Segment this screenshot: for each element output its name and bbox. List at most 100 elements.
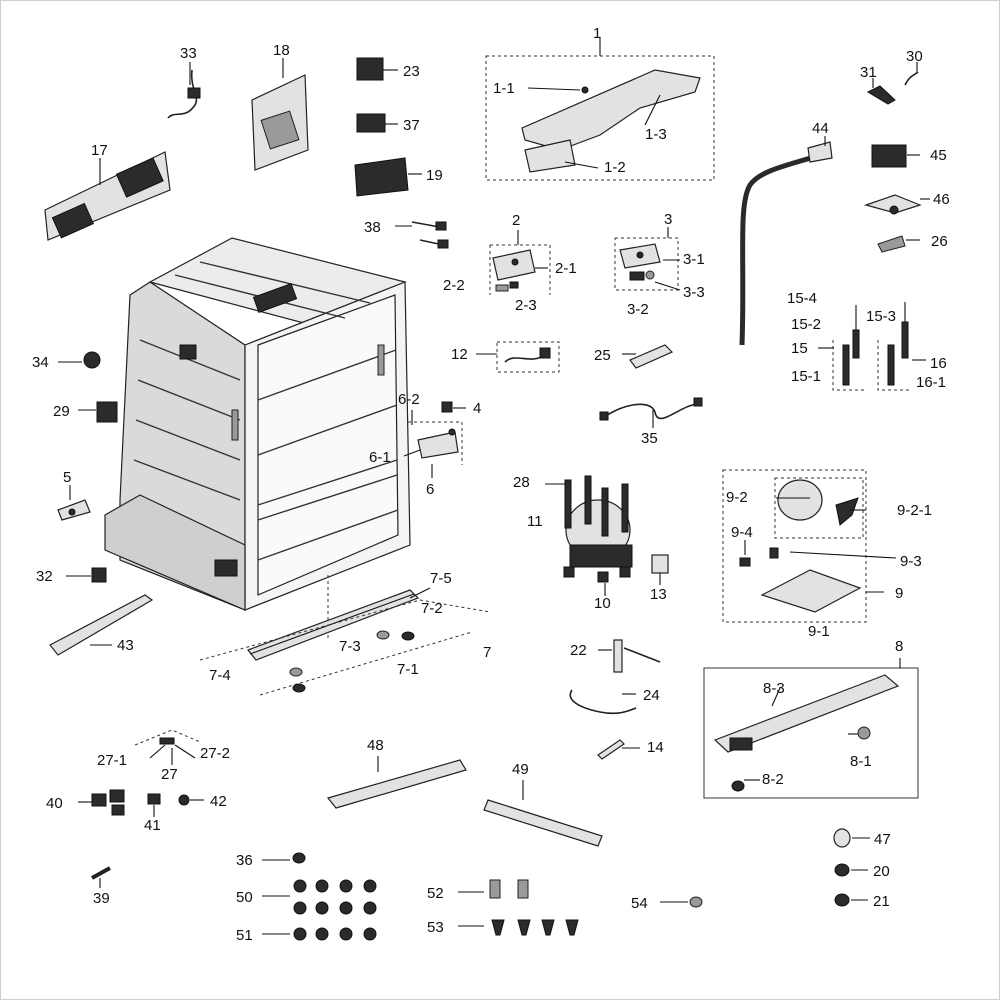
part-45 bbox=[871, 144, 920, 168]
label-40: 40 bbox=[46, 795, 63, 812]
harness-24 bbox=[569, 689, 637, 715]
screws-52 bbox=[458, 879, 529, 899]
part-25 bbox=[622, 344, 674, 369]
group-3-hinge bbox=[614, 227, 681, 291]
part-40 bbox=[78, 789, 125, 816]
part-23 bbox=[356, 57, 398, 81]
label-51: 51 bbox=[236, 927, 253, 944]
label-3-1: 3-1 bbox=[683, 251, 705, 268]
label-47: 47 bbox=[874, 831, 891, 848]
group-1-bracket bbox=[485, 38, 715, 181]
label-8-3: 8-3 bbox=[763, 680, 785, 697]
screws-51 bbox=[262, 927, 377, 941]
label-3-2: 3-2 bbox=[627, 301, 649, 318]
label-6-2: 6-2 bbox=[398, 391, 420, 408]
label-7-1: 7-1 bbox=[397, 661, 419, 678]
label-27: 27 bbox=[161, 766, 178, 783]
label-18: 18 bbox=[273, 42, 290, 59]
label-42: 42 bbox=[210, 793, 227, 810]
label-8-1: 8-1 bbox=[850, 753, 872, 770]
label-13: 13 bbox=[650, 586, 667, 603]
label-2-3: 2-3 bbox=[515, 297, 537, 314]
label-27-1: 27-1 bbox=[97, 752, 127, 769]
label-6: 6 bbox=[426, 481, 434, 498]
group-27 bbox=[134, 729, 201, 765]
part-36 bbox=[262, 852, 306, 864]
label-17: 17 bbox=[91, 142, 108, 159]
panel-17 bbox=[44, 151, 171, 241]
rail-49 bbox=[483, 780, 603, 847]
label-15-2: 15-2 bbox=[791, 316, 821, 333]
part-4 bbox=[441, 401, 466, 413]
label-50: 50 bbox=[236, 889, 253, 906]
label-41: 41 bbox=[144, 817, 161, 834]
part-26 bbox=[877, 235, 920, 253]
pins-15-16 bbox=[818, 302, 926, 391]
part-30 bbox=[904, 62, 919, 86]
part-54 bbox=[660, 896, 703, 908]
label-9-4: 9-4 bbox=[731, 524, 753, 541]
part-34 bbox=[58, 351, 101, 369]
part-21 bbox=[834, 893, 868, 907]
label-37: 37 bbox=[403, 117, 420, 134]
part-46 bbox=[863, 194, 930, 215]
label-5: 5 bbox=[63, 469, 71, 486]
label-2: 2 bbox=[512, 212, 520, 229]
part-5 bbox=[57, 485, 91, 521]
panel-18 bbox=[251, 58, 309, 171]
screws-50 bbox=[262, 879, 377, 915]
part-47 bbox=[833, 828, 870, 848]
group-2-hinge bbox=[489, 230, 551, 295]
label-39: 39 bbox=[93, 890, 110, 907]
label-52: 52 bbox=[427, 885, 444, 902]
part-19 bbox=[354, 157, 422, 197]
label-43: 43 bbox=[117, 637, 134, 654]
label-9-1: 9-1 bbox=[808, 623, 830, 640]
label-7-4: 7-4 bbox=[209, 667, 231, 684]
label-1-1: 1-1 bbox=[493, 80, 515, 97]
label-7-2: 7-2 bbox=[421, 600, 443, 617]
label-9: 9 bbox=[895, 585, 903, 602]
label-25: 25 bbox=[594, 347, 611, 364]
part-38 bbox=[395, 221, 449, 249]
label-27-2: 27-2 bbox=[200, 745, 230, 762]
tube-44 bbox=[739, 136, 833, 346]
compressor-11 bbox=[545, 475, 633, 596]
label-48: 48 bbox=[367, 737, 384, 754]
label-15-3: 15-3 bbox=[866, 308, 896, 325]
label-3-3: 3-3 bbox=[683, 284, 705, 301]
label-44: 44 bbox=[812, 120, 829, 137]
label-32: 32 bbox=[36, 568, 53, 585]
part-41 bbox=[147, 793, 161, 817]
label-14: 14 bbox=[647, 739, 664, 756]
label-34: 34 bbox=[32, 354, 49, 371]
label-9-3: 9-3 bbox=[900, 553, 922, 570]
group-6 bbox=[403, 410, 463, 478]
part-42 bbox=[178, 794, 204, 806]
label-6-1: 6-1 bbox=[369, 449, 391, 466]
label-30: 30 bbox=[906, 48, 923, 65]
label-1-3: 1-3 bbox=[645, 126, 667, 143]
label-2-1: 2-1 bbox=[555, 260, 577, 277]
label-29: 29 bbox=[53, 403, 70, 420]
group-8-cover bbox=[703, 658, 919, 799]
label-38: 38 bbox=[364, 219, 381, 236]
label-1-2: 1-2 bbox=[604, 159, 626, 176]
label-7-5: 7-5 bbox=[430, 570, 452, 587]
label-53: 53 bbox=[427, 919, 444, 936]
label-20: 20 bbox=[873, 863, 890, 880]
label-21: 21 bbox=[873, 893, 890, 910]
label-46: 46 bbox=[933, 191, 950, 208]
label-10: 10 bbox=[594, 595, 611, 612]
label-23: 23 bbox=[403, 63, 420, 80]
label-9-2: 9-2 bbox=[726, 489, 748, 506]
part-32 bbox=[66, 567, 107, 583]
refrigerator-cabinet bbox=[104, 237, 411, 640]
label-35: 35 bbox=[641, 430, 658, 447]
label-7-3: 7-3 bbox=[339, 638, 361, 655]
group-9-fan-assembly bbox=[722, 469, 897, 623]
label-11: 11 bbox=[527, 513, 543, 530]
group-12 bbox=[476, 341, 560, 373]
label-19: 19 bbox=[426, 167, 443, 184]
